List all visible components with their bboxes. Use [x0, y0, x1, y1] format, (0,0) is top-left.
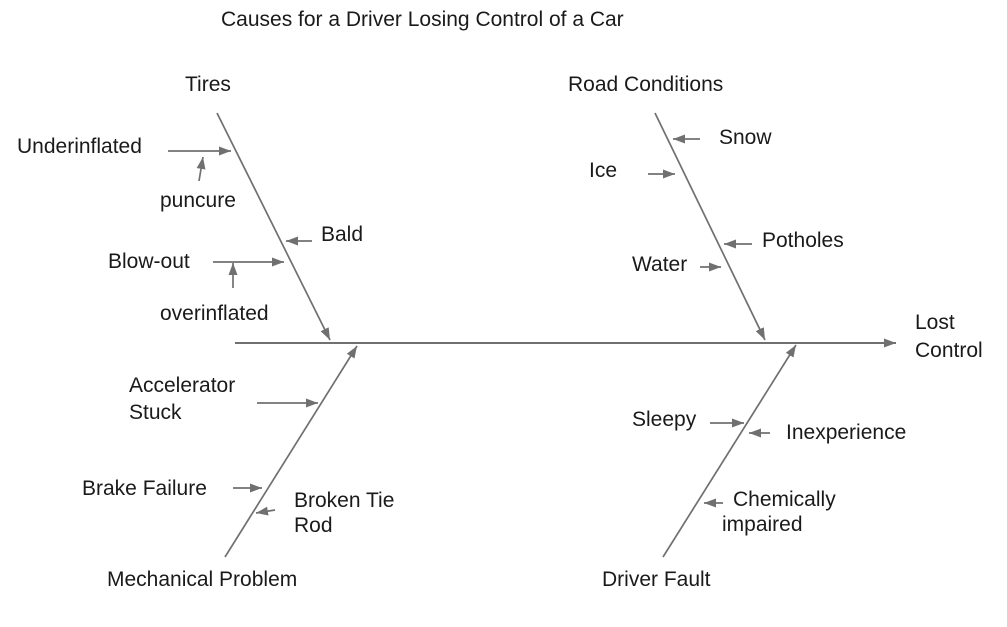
cause-chemically-impaired-line2: impaired — [722, 513, 803, 536]
puncture-arrow — [196, 156, 206, 182]
tires-branch-line — [216, 112, 331, 341]
cause-chemically-impaired: Chemically impaired — [722, 487, 836, 537]
cause-brake-failure: Brake Failure — [82, 477, 207, 500]
cause-broken-tie-rod-line1: Broken Tie — [294, 489, 395, 512]
cause-overinflated: overinflated — [160, 302, 269, 325]
cause-inexperience: Inexperience — [786, 421, 907, 444]
effect-label-line1: Lost — [915, 311, 955, 334]
cause-underinflated: Underinflated — [17, 135, 142, 158]
cause-potholes: Potholes — [762, 229, 844, 252]
road-conditions-branch-line — [654, 112, 766, 341]
cause-chemically-impaired-line1: Chemically — [733, 488, 836, 511]
cause-puncture: puncure — [160, 189, 236, 212]
cause-bald: Bald — [321, 223, 364, 246]
cause-accelerator-stuck-line2: Stuck — [129, 401, 182, 424]
branch-label-tires: Tires — [185, 73, 231, 96]
cause-accelerator-stuck: Accelerator Stuck — [129, 372, 235, 426]
diagram-title: Causes for a Driver Losing Control of a … — [221, 8, 624, 31]
cause-snow: Snow — [719, 126, 772, 149]
cause-blowout: Blow-out — [108, 250, 190, 273]
cause-broken-tie-rod-line2: Rod — [294, 514, 333, 537]
effect-label: Lost Control — [915, 309, 983, 365]
cause-water: Water — [632, 253, 688, 276]
branch-label-driver-fault: Driver Fault — [602, 568, 711, 591]
branch-label-road-conditions: Road Conditions — [568, 73, 724, 96]
mechanical-branch-line — [224, 345, 358, 558]
cause-accelerator-stuck-line1: Accelerator — [129, 374, 236, 397]
cause-sleepy: Sleepy — [632, 408, 697, 431]
branch-label-mechanical-problem: Mechanical Problem — [107, 568, 298, 591]
cause-ice: Ice — [589, 159, 618, 182]
broken-tie-rod-arrow — [255, 506, 276, 516]
effect-label-line2: Control — [915, 339, 983, 362]
cause-broken-tie-rod: Broken Tie Rod — [294, 488, 394, 538]
driver-fault-branch-line — [662, 344, 797, 558]
